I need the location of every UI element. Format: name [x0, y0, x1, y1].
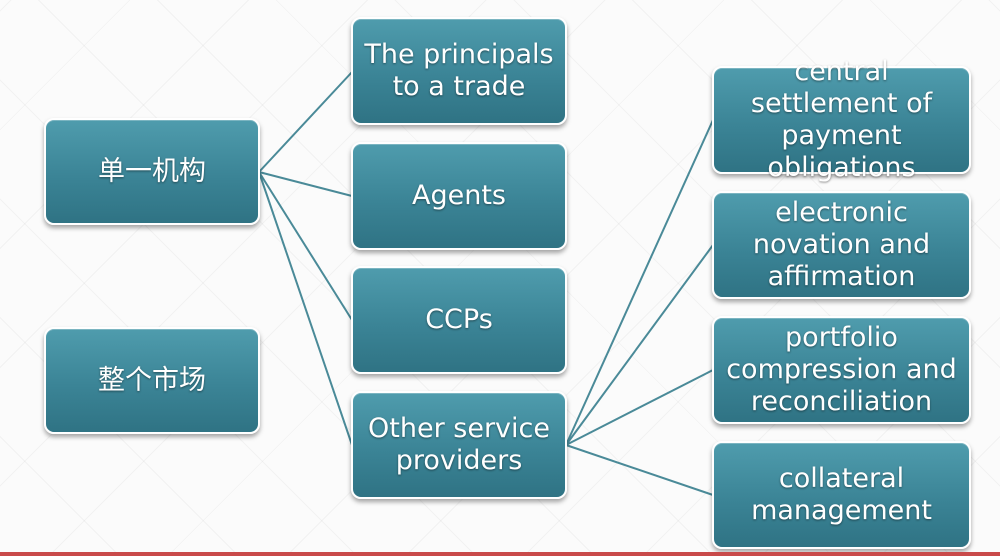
node-single-institution: 单一机构	[44, 118, 260, 225]
connector-other-to-settlement	[565, 119, 714, 446]
connector-other-to-novation	[565, 244, 714, 446]
node-collateral-management: collateral management	[712, 441, 971, 549]
connector-single-to-ccps	[258, 171, 353, 321]
connector-other-to-compression	[565, 369, 714, 446]
node-agents: Agents	[351, 142, 567, 250]
node-label: 整个市场	[98, 364, 206, 396]
node-label: 单一机构	[98, 155, 206, 187]
node-label: Agents	[412, 180, 506, 211]
connector-single-to-agents	[258, 171, 353, 197]
node-label: The principals to a trade	[364, 39, 554, 102]
node-label: collateral management	[751, 463, 932, 526]
node-central-settlement: central settlement of payment obligation…	[712, 56, 971, 183]
node-principals: The principals to a trade	[351, 17, 567, 125]
node-label: electronic novation and affirmation	[752, 197, 931, 292]
node-label: Other service providers	[368, 413, 550, 476]
node-other-service-providers: Other service providers	[351, 391, 567, 499]
connector-single-to-principals	[258, 71, 353, 173]
node-label: CCPs	[425, 304, 493, 335]
connector-other-to-collateral	[565, 444, 714, 496]
node-label: portfolio compression and reconciliation	[726, 322, 957, 417]
node-ccps: CCPs	[351, 266, 567, 374]
node-portfolio-compression: portfolio compression and reconciliation	[712, 316, 971, 424]
node-whole-market: 整个市场	[44, 327, 260, 434]
node-electronic-novation: electronic novation and affirmation	[712, 191, 971, 299]
node-label: central settlement of payment obligation…	[750, 56, 933, 183]
connector-single-to-other	[258, 171, 353, 446]
bottom-accent-rule	[0, 552, 1000, 556]
